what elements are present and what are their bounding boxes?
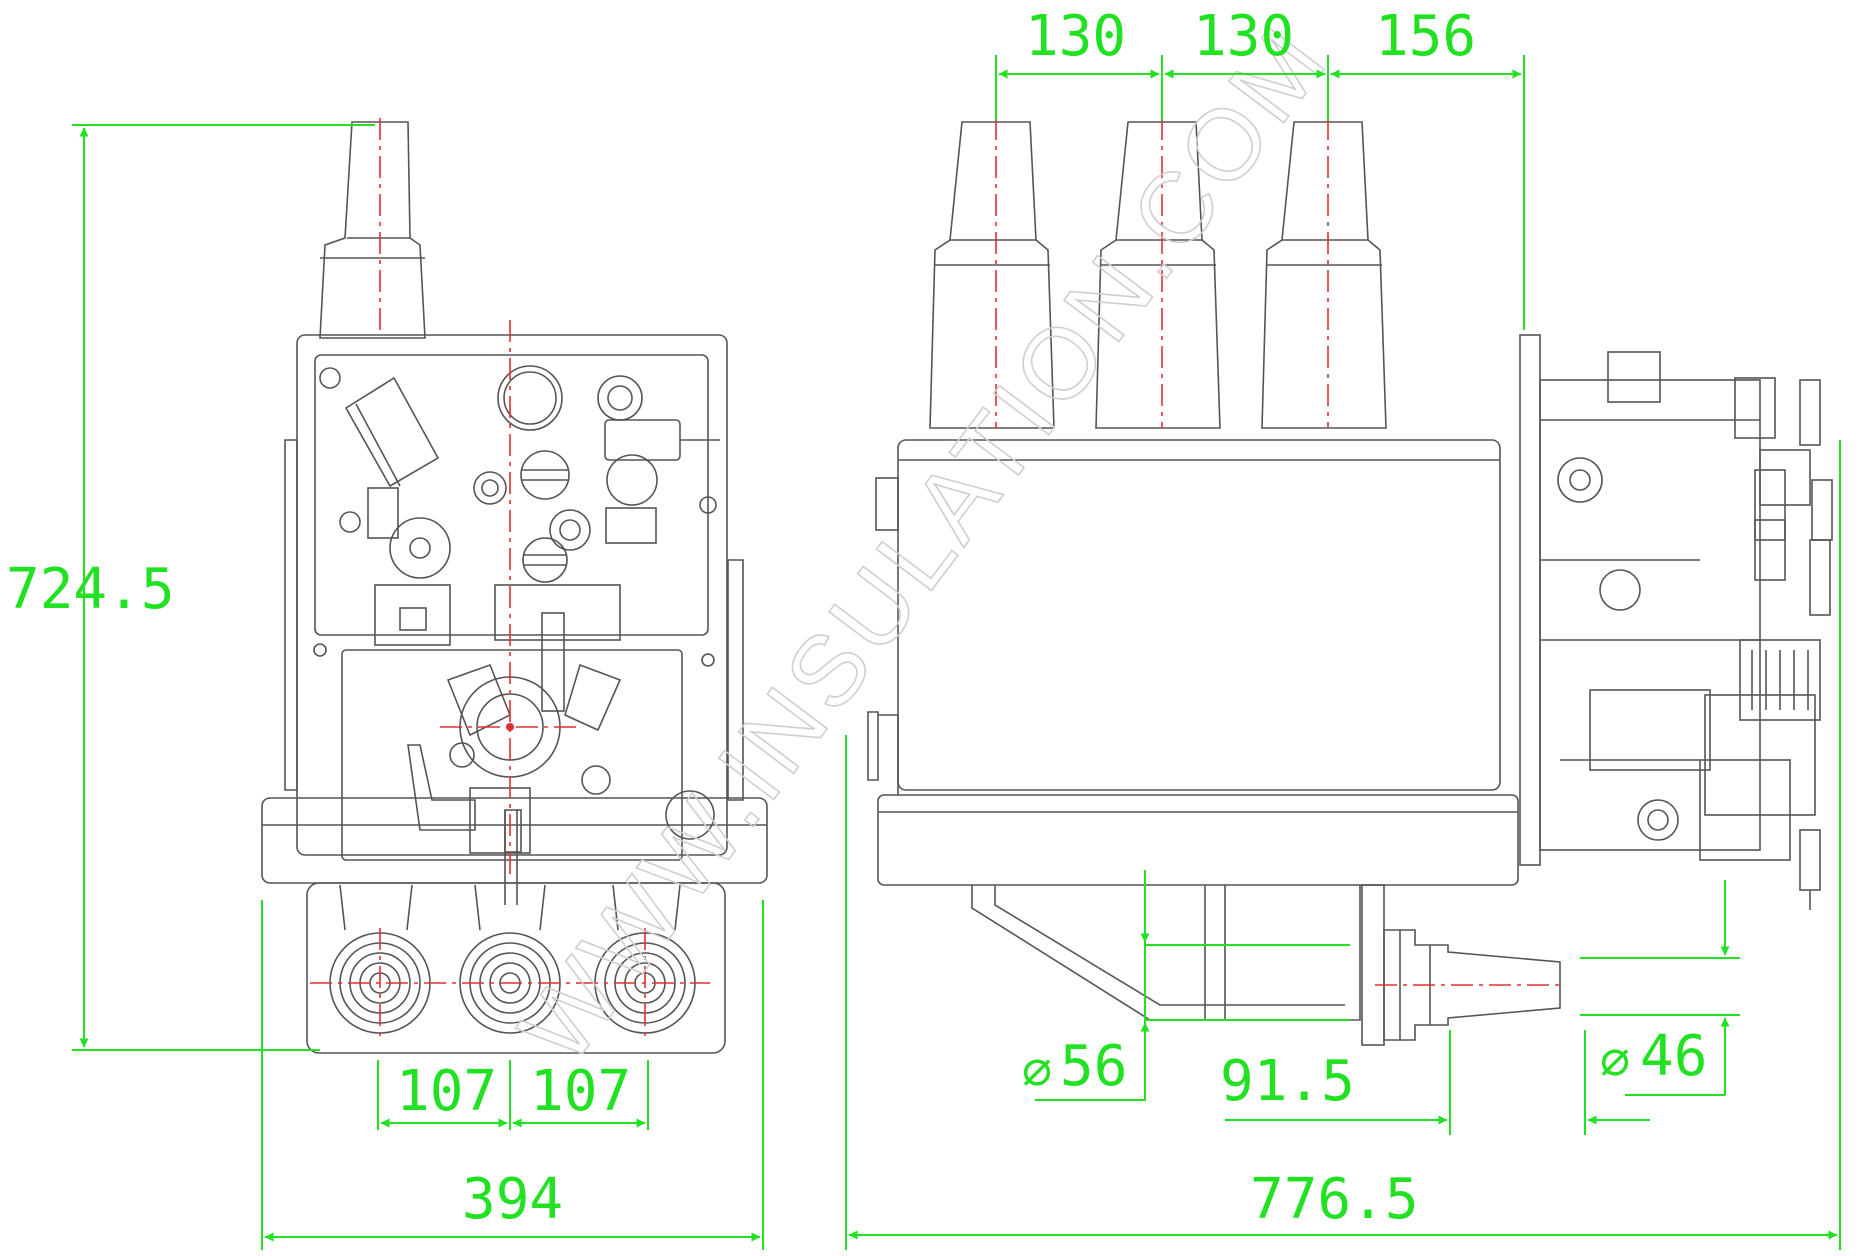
dim-pitch-3: 156 [1375, 4, 1476, 69]
dimension-lines [72, 55, 1841, 1250]
side-lower-arm [971, 885, 1361, 1021]
dim-pitch-1: 130 [1025, 4, 1126, 69]
side-bushing-2 [1095, 121, 1221, 429]
dim-pitch-2: 130 [1193, 4, 1294, 69]
front-top-bushing [319, 121, 426, 339]
side-bushing-1 [929, 121, 1055, 429]
side-view [867, 121, 1833, 1046]
dim-pole-spacing-right: 107 [530, 1059, 631, 1124]
dim-width-394: 394 [462, 1167, 563, 1232]
side-bushing-3 [1261, 121, 1387, 429]
dia-symbol-icon: ⌀ [1600, 1029, 1630, 1087]
side-center-lines [995, 118, 1560, 986]
dia-symbol-icon: ⌀ [1022, 1039, 1052, 1097]
dim-offset-91-5: 91.5 [1220, 1049, 1355, 1114]
dim-length-776-5: 776.5 [1250, 1167, 1419, 1232]
dim-dia-46: 46 [1640, 1024, 1707, 1089]
dim-dia-56: 56 [1060, 1034, 1127, 1099]
front-mechanism-panel [296, 334, 728, 856]
side-operating-mechanism [1519, 334, 1833, 910]
dim-height-724-5: 724.5 [6, 557, 175, 622]
side-base [877, 794, 1519, 886]
side-main-body [897, 439, 1501, 791]
dim-pole-spacing-left: 107 [396, 1059, 497, 1124]
side-lower-bushing [1383, 929, 1561, 1041]
